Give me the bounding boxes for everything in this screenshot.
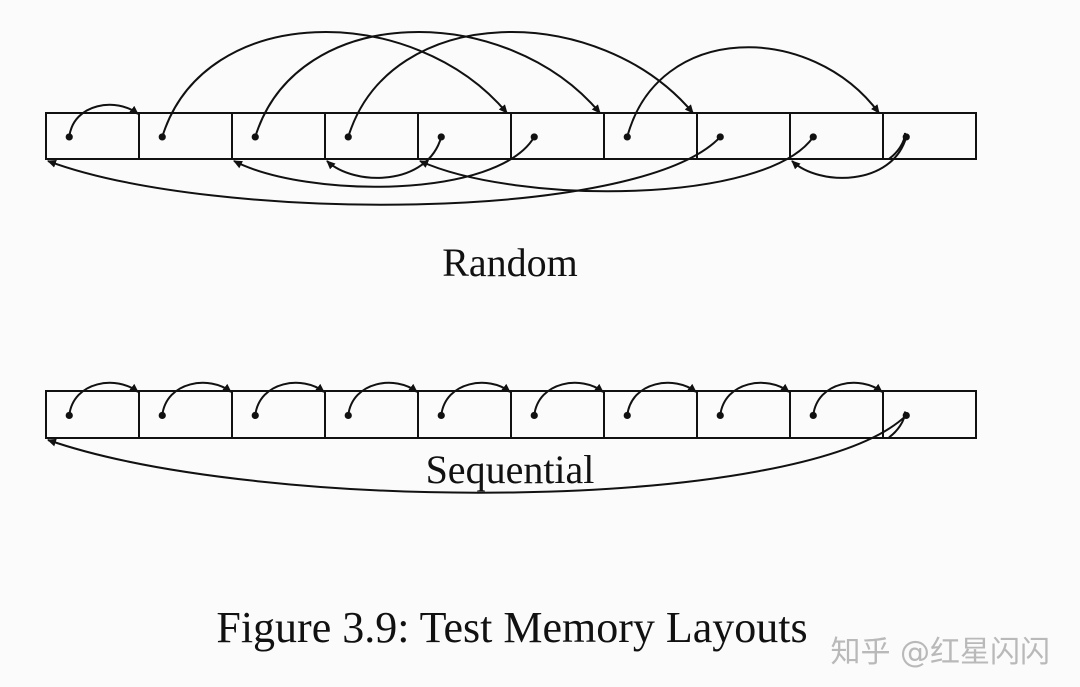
pointer-dot [344,411,352,420]
random-layout-diagram [45,30,977,206]
pointer-arrow [347,30,694,138]
pointer-arrow [254,381,325,416]
random-layout-label: Random [442,240,578,285]
pointer-arrow [161,30,508,138]
pointer-arrow [626,381,697,416]
pointer-arrow [68,381,139,416]
pointer-dot [623,411,631,420]
pointer-arrow [440,381,511,416]
pointer-dot [716,133,724,141]
pointer-dot [344,133,352,141]
pointer-dot [251,133,259,141]
pointer-arrow [254,30,601,138]
pointer-dot [65,133,73,141]
pointer-dot [158,411,166,420]
pointer-arrow [626,46,880,138]
watermark-text: 知乎 @红星闪闪 [830,635,1050,670]
sequential-layout-diagram [45,381,977,494]
pointer-arrow [719,381,790,416]
pointer-dot [809,411,817,420]
pointer-dot [530,411,538,420]
pointer-dot [65,411,73,420]
pointer-dot [809,133,817,141]
pointer-arrow [812,381,883,416]
pointer-dot [437,133,445,141]
pointer-arrow [233,136,536,188]
pointer-dot [623,133,631,141]
pointer-arrow [47,414,907,494]
trailing-stroke [888,411,906,439]
pointer-arrow [326,136,443,179]
pointer-dot [716,411,724,420]
pointer-dot [251,411,259,420]
trailing-stroke [888,132,906,160]
pointer-arrow [791,136,908,179]
pointer-arrow [533,381,604,416]
pointer-arrow [47,136,721,206]
pointer-arrow [347,381,418,416]
pointer-dot [158,133,166,141]
pointer-arrow [68,103,139,138]
sequential-layout-label: Sequential [426,447,595,492]
pointer-arrow [419,136,815,193]
pointer-dot [437,411,445,420]
figure-caption: Figure 3.9: Test Memory Layouts [216,603,807,652]
pointer-dot [530,133,538,141]
pointer-arrow [161,381,232,416]
